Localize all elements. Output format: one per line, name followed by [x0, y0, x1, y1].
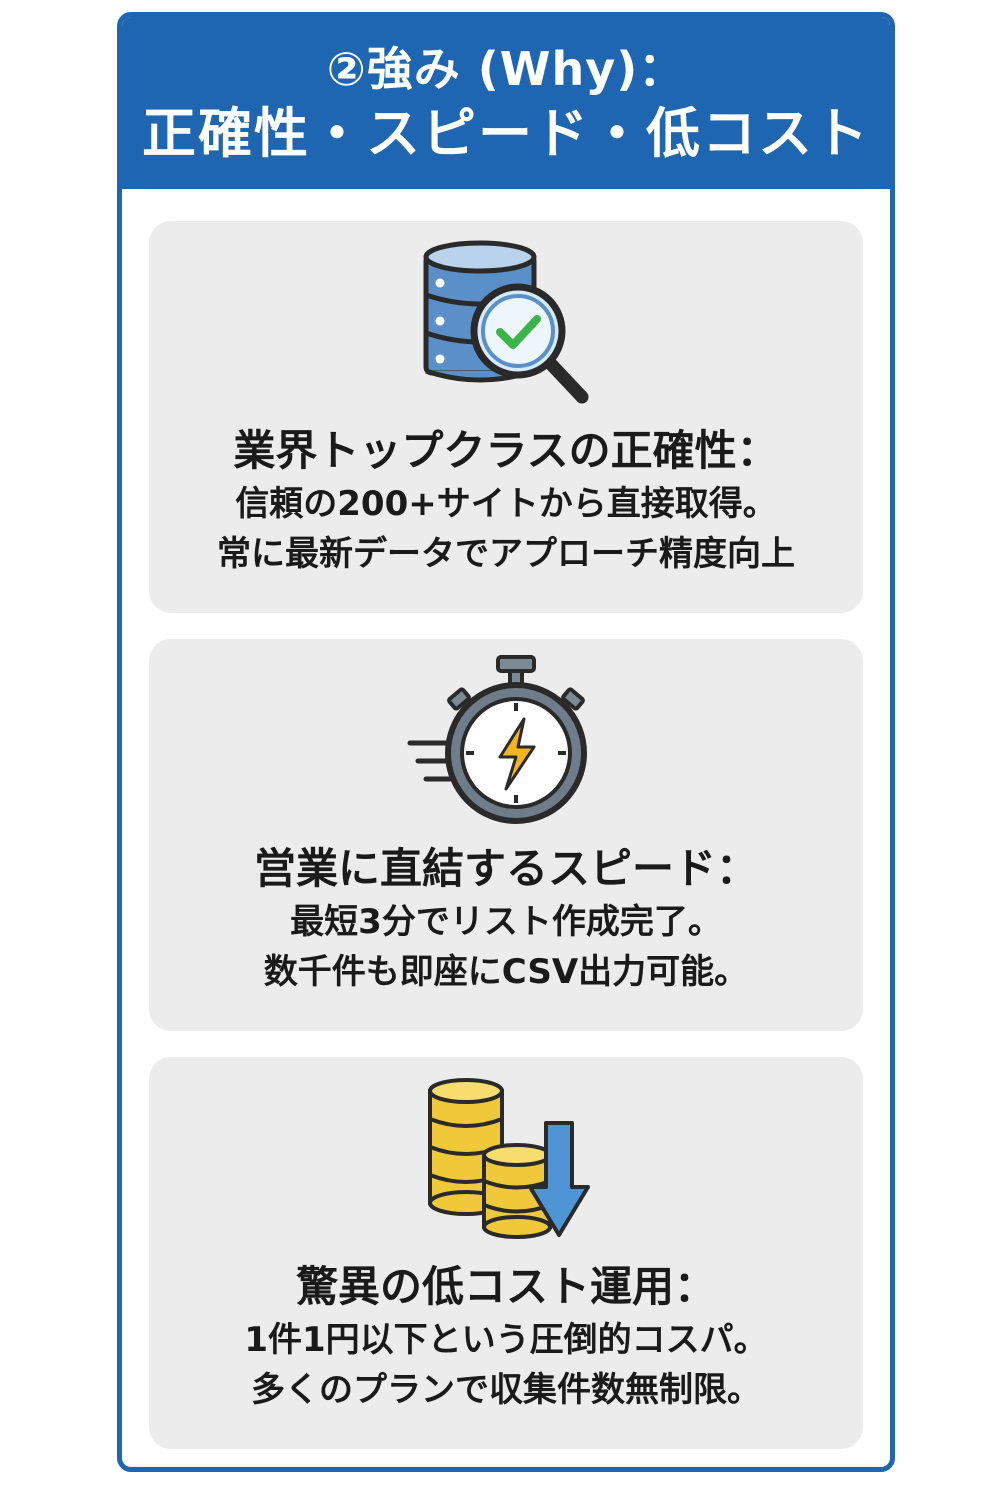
- strengths-panel: ②強み (Why)： 正確性・スピード・低コスト 業界トップクラ: [117, 12, 895, 1472]
- coins-down-arrow-icon: [406, 1069, 606, 1249]
- header-title: ②強み (Why)：: [326, 42, 686, 96]
- card-description-line: 1件1円以下という圧倒的コスパ。: [244, 1320, 768, 1360]
- card-description-line: 多くのプランで収集件数無制限。: [251, 1370, 761, 1410]
- card-speed: 営業に直結するスピード： 最短3分でリスト作成完了。 数千件も即座にCSV出力可…: [149, 639, 863, 1031]
- card-title: 業界トップクラスの正確性：: [233, 426, 779, 475]
- card-accuracy: 業界トップクラスの正確性： 信頼の200+サイトから直接取得。 常に最新データで…: [149, 221, 863, 613]
- stopwatch-lightning-icon: [406, 651, 606, 831]
- database-magnifier-check-icon: [406, 233, 606, 413]
- card-title: 驚異の低コスト運用：: [295, 1262, 716, 1311]
- header-subtitle: 正確性・スピード・低コスト: [142, 102, 870, 165]
- card-description-line: 最短3分でリスト作成完了。: [290, 902, 722, 942]
- card-description-line: 数千件も即座にCSV出力可能。: [263, 952, 749, 992]
- card-title: 営業に直結するスピード：: [253, 844, 758, 893]
- card-description-line: 信頼の200+サイトから直接取得。: [235, 484, 777, 524]
- card-description-line: 常に最新データでアプローチ精度向上: [217, 534, 795, 574]
- panel-header: ②強み (Why)： 正確性・スピード・低コスト: [122, 17, 890, 189]
- card-cost: 驚異の低コスト運用： 1件1円以下という圧倒的コスパ。 多くのプランで収集件数無…: [149, 1057, 863, 1449]
